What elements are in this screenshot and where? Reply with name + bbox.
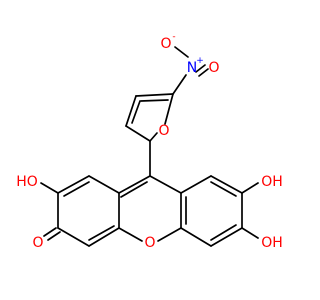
atom-labels: O - N + O O O O HO OH OH	[16, 32, 283, 251]
bond-c5-c10a	[180, 227, 212, 247]
bond-o10-c10a	[157, 227, 182, 242]
bond-c7-oh	[241, 182, 259, 194]
bond-furan-c2-c3	[125, 125, 151, 142]
bond-c8-c7-double	[210, 181, 237, 197]
atom-furan-o: O	[158, 123, 169, 139]
atom-hydroxyl-right-lower: OH	[261, 235, 283, 251]
atom-hydroxyl-left: HO	[16, 174, 38, 190]
bond-c9-c9a-double	[120, 181, 148, 198]
bond-c2-oh	[40, 182, 59, 194]
bond-n-o-top	[174, 46, 189, 58]
atom-hydroxyl-right-upper: OH	[261, 174, 283, 190]
bond-c4-c4a-double	[88, 225, 115, 241]
bond-n-o-right-b	[198, 68, 209, 77]
charge-nitro-o-top: -	[172, 32, 175, 42]
atom-xanthene-o: O	[144, 235, 155, 251]
bond-c3-o-b	[47, 231, 61, 241]
bond-furan-c4-c5	[135, 93, 174, 97]
structure-canvas: O - N + O O O O HO OH OH	[16, 32, 283, 251]
bond-furan-c3-c4	[125, 95, 137, 127]
bond-furan-c3-c4-inner	[131, 100, 141, 124]
molecule-diagram: O - N + O O O O HO OH OH	[16, 32, 283, 251]
bond-furan-c4-c5-inner	[140, 99, 169, 102]
bond-c6-oh	[241, 227, 259, 239]
bond-c4-c4a	[88, 227, 120, 247]
bond-n-o-right-a	[195, 64, 206, 73]
atom-carbonyl-o: O	[32, 235, 43, 251]
bond-c9-c9a	[118, 175, 151, 194]
bond-c9-c8a	[149, 175, 182, 194]
bonds	[40, 46, 259, 247]
charge-nitro-n: +	[196, 56, 204, 66]
bond-c6-c5-double	[210, 224, 237, 241]
bond-c8-c7	[210, 175, 243, 194]
bond-furan-o-c2	[149, 132, 158, 142]
bond-c3-c4	[57, 227, 90, 247]
bond-c3-o-a	[43, 227, 57, 237]
bond-n-furan-c	[172, 74, 187, 95]
bond-c4a-o10	[118, 227, 143, 242]
bond-furan-c5-o	[164, 93, 174, 125]
atom-nitro-o-right: O	[208, 60, 219, 76]
atom-nitro-o-top: O	[160, 36, 171, 52]
bond-c1-c2-double	[63, 181, 90, 197]
bond-c9a-c1	[88, 175, 120, 194]
bond-c6-c5	[210, 227, 243, 247]
bond-c1-c2	[57, 175, 90, 194]
bond-c8a-c8	[180, 175, 212, 194]
atom-nitro-n: N	[187, 60, 197, 76]
